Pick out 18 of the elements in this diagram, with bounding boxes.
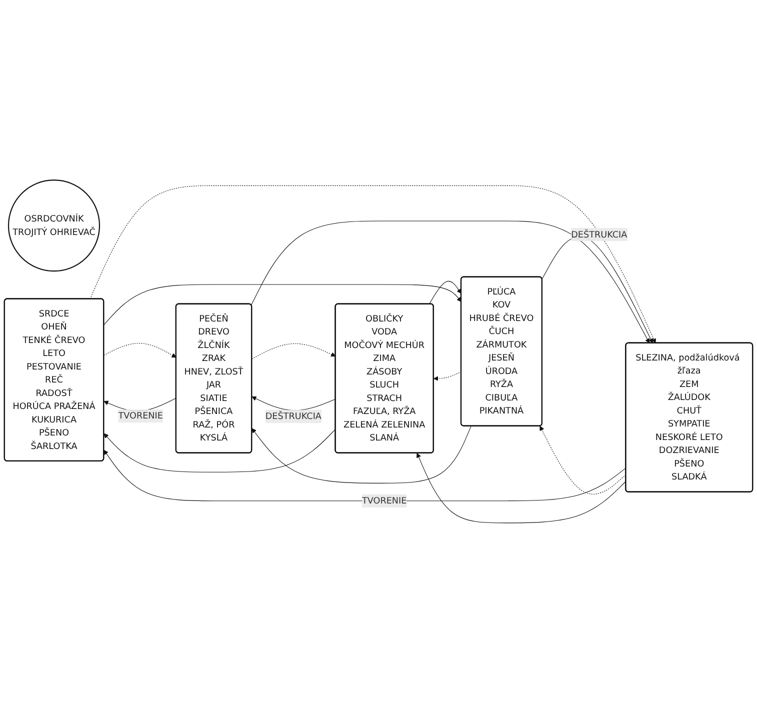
arrow bbox=[104, 342, 176, 358]
arrow bbox=[104, 450, 626, 502]
arrow bbox=[429, 280, 462, 304]
arrow bbox=[416, 452, 626, 524]
arrow bbox=[104, 428, 336, 472]
edge-label: TVORENIE bbox=[118, 410, 163, 421]
arrow bbox=[252, 426, 472, 484]
arrow bbox=[433, 371, 462, 381]
node-circle: OSRDCOVNÍK TROJITÝ OHRIEVAČ bbox=[8, 180, 100, 272]
arrow bbox=[252, 343, 336, 360]
arrow bbox=[540, 426, 626, 494]
edge-label: DEŠTRUKCIA bbox=[265, 410, 322, 422]
edge-label: TVORENIE bbox=[362, 495, 407, 506]
edge-label: DEŠTRUKCIA bbox=[571, 228, 628, 240]
arrow bbox=[104, 284, 462, 326]
arrow bbox=[250, 220, 650, 344]
arrow bbox=[90, 185, 656, 344]
arrow bbox=[542, 236, 653, 344]
